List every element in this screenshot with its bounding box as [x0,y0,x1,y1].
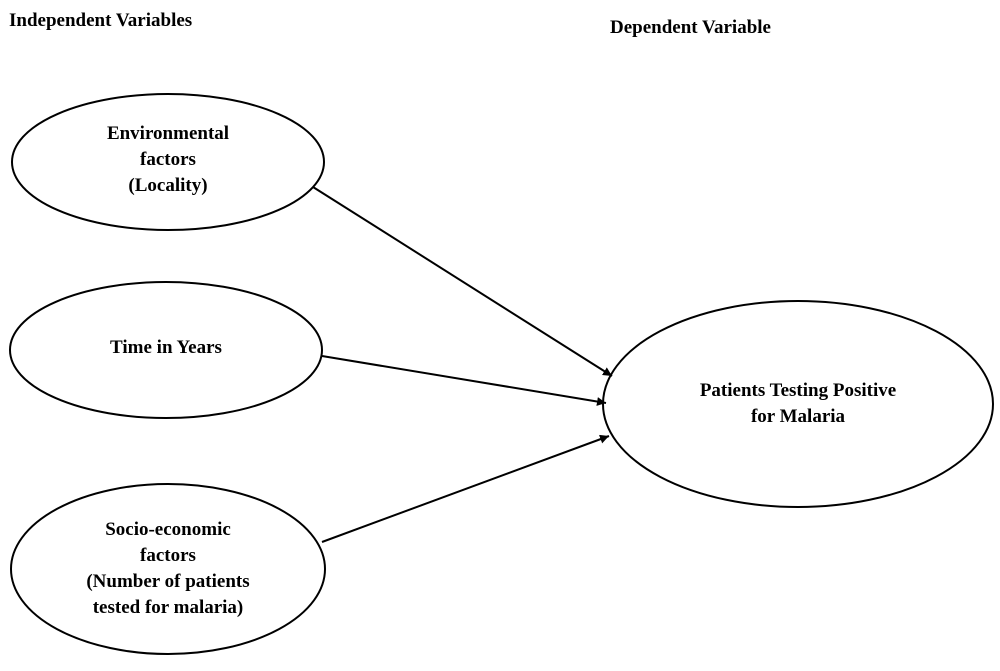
outcome-node-label: Patients Testing Positive for Malaria [618,376,978,432]
socio-line-2: factors [140,545,196,566]
socio-node-label: Socio-economic factors (Number of patien… [18,513,318,625]
socio-node-shape [10,483,326,655]
dependent-variable-heading: Dependent Variable [610,17,771,38]
time-node-label: Time in Years [16,322,316,374]
time-line-1: Time in Years [110,337,222,358]
environmental-line-1: Environmental [106,123,230,144]
edge-socio-to-outcome [321,434,610,543]
outcome-line-2: for Malaria [750,406,846,427]
socio-line-1: Socio-economic [105,519,231,540]
socio-line-4: tested for malaria) [92,597,244,618]
edge-environmental-to-outcome [312,186,613,377]
socio-line-3: (Number of patients [86,571,250,592]
environmental-line-2: factors [140,149,196,170]
environmental-line-3: (Locality) [128,175,208,196]
environmental-node-shape [11,93,325,231]
edge-time-to-outcome [321,355,607,406]
outcome-line-1: Patients Testing Positive [699,380,897,401]
environmental-node-label: Environmental factors (Locality) [18,104,318,216]
time-node-shape [9,281,323,419]
independent-variables-heading: Independent Variables [9,10,193,31]
